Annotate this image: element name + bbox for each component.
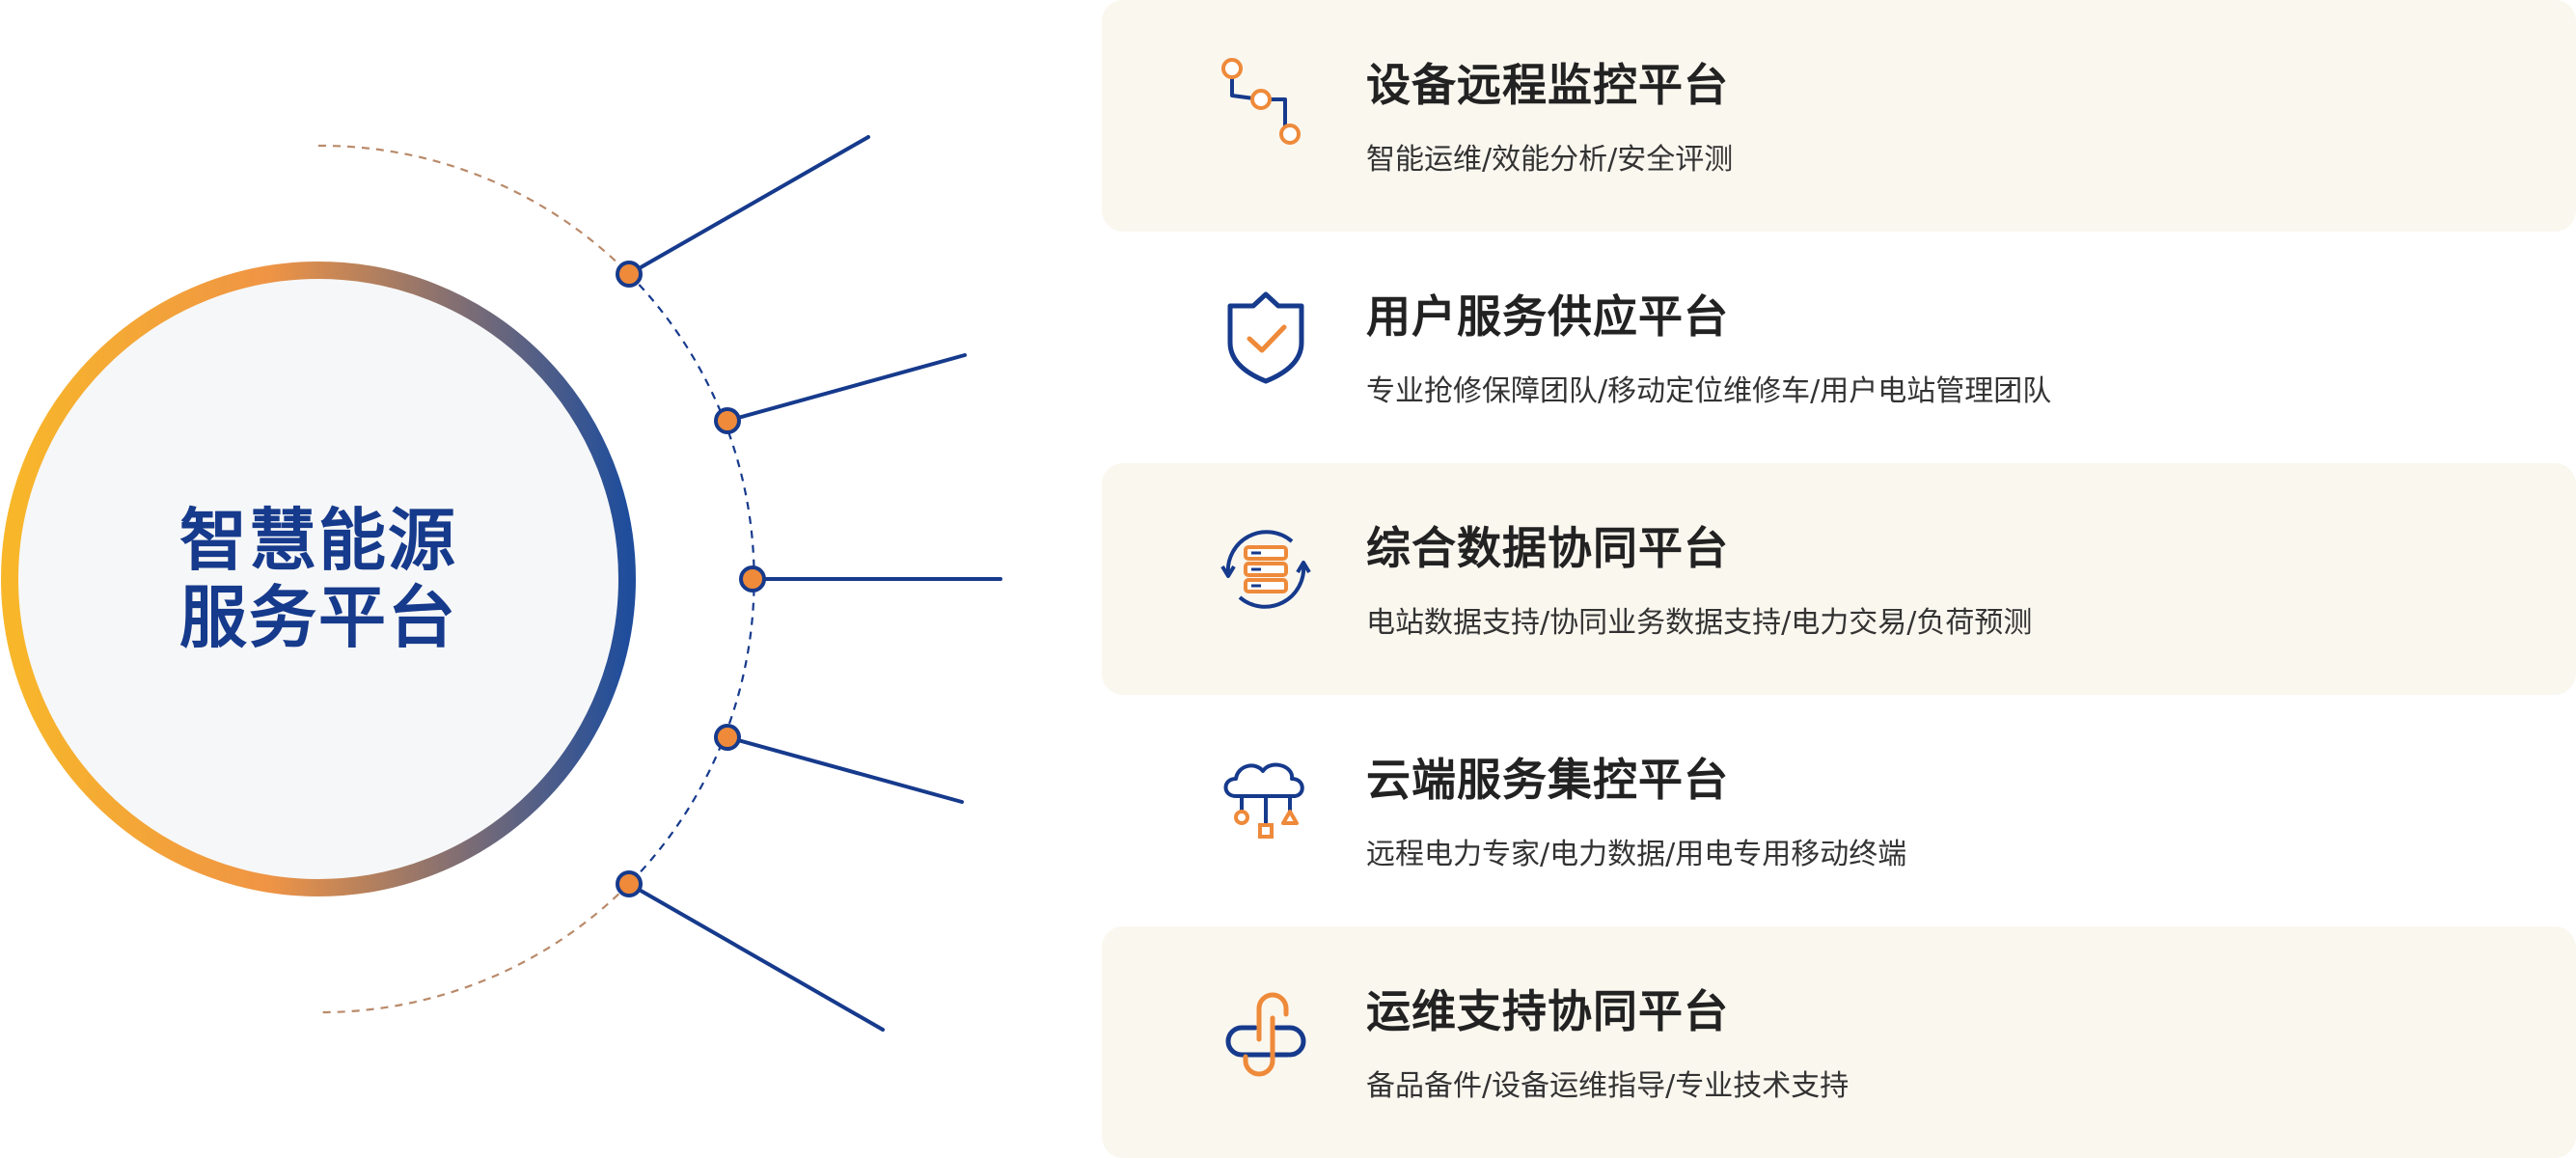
platform-desc: 电站数据支持/协同业务数据支持/电力交易/负荷预测 bbox=[1366, 606, 2033, 640]
connector-dot bbox=[739, 565, 766, 593]
hub-title-line1: 智慧能源 bbox=[179, 501, 457, 580]
platform-card: 综合数据协同平台 电站数据支持/协同业务数据支持/电力交易/负荷预测 bbox=[1102, 463, 2576, 695]
hub-ring bbox=[1, 262, 636, 896]
platform-title: 云端服务集控平台 bbox=[1366, 754, 1729, 806]
platform-card: 用户服务供应平台 专业抢修保障团队/移动定位维修车/用户电站管理团队 bbox=[1102, 232, 2576, 463]
platform-title: 运维支持协同平台 bbox=[1366, 985, 1729, 1037]
connector-line bbox=[627, 882, 885, 1032]
shield-check-icon bbox=[1227, 291, 1304, 384]
connector-dots bbox=[616, 261, 766, 897]
hub-diagram bbox=[1, 135, 1002, 1032]
connector-dot bbox=[714, 724, 741, 751]
platform-title: 综合数据协同平台 bbox=[1366, 522, 1729, 574]
platform-card: 运维支持协同平台 备品备件/设备运维指导/专业技术支持 bbox=[1102, 926, 2576, 1158]
connector-dot bbox=[616, 261, 643, 288]
platform-title: 用户服务供应平台 bbox=[1366, 290, 1729, 343]
dashed-arc-bottom bbox=[317, 883, 630, 1014]
cloud-network-icon bbox=[1223, 762, 1304, 839]
platform-desc: 智能运维/效能分析/安全评测 bbox=[1366, 143, 1734, 177]
hub-title-line2: 服务平台 bbox=[179, 578, 457, 657]
connector-lines bbox=[627, 135, 1002, 1032]
dashed-arc-top bbox=[317, 144, 630, 275]
dashed-arc-middle bbox=[628, 273, 755, 885]
connector-dot bbox=[714, 407, 741, 434]
platform-title: 设备远程监控平台 bbox=[1366, 59, 1729, 111]
server-sync-icon bbox=[1220, 530, 1311, 609]
platform-desc: 备品备件/设备运维指导/专业技术支持 bbox=[1366, 1069, 1850, 1103]
connector-line bbox=[627, 135, 870, 276]
platform-desc: 专业抢修保障团队/移动定位维修车/用户电站管理团队 bbox=[1366, 374, 2052, 408]
hub-title: 智慧能源 服务平台 bbox=[58, 502, 579, 656]
linked-loops-icon bbox=[1225, 992, 1306, 1077]
route-nodes-icon bbox=[1221, 58, 1301, 145]
platform-card: 设备远程监控平台 智能运维/效能分析/安全评测 bbox=[1102, 0, 2576, 232]
connector-line bbox=[726, 735, 964, 804]
platform-card: 云端服务集控平台 远程电力专家/电力数据/用电专用移动终端 bbox=[1102, 695, 2576, 926]
connector-dot bbox=[616, 870, 643, 897]
platform-desc: 远程电力专家/电力数据/用电专用移动终端 bbox=[1366, 838, 1907, 871]
connector-line bbox=[726, 353, 967, 423]
